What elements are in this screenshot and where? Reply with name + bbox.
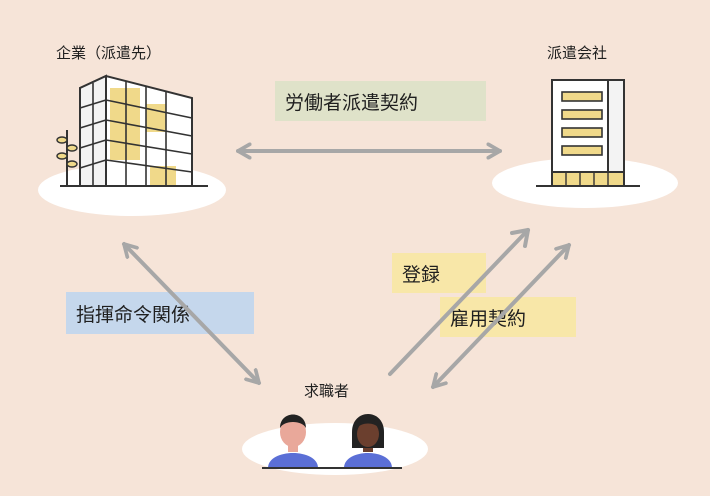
person-icon: [344, 414, 392, 468]
dispatch-contract-label: 労働者派遣契約: [285, 91, 419, 114]
office-building-icon: [60, 74, 208, 187]
employment-arrow: [431, 243, 571, 389]
client-label: 企業（派遣先）: [56, 44, 162, 62]
person-icon: [268, 414, 318, 468]
worker-label: 求職者: [304, 382, 350, 400]
registration-label: 登録: [402, 263, 441, 286]
dispatch-contract-box: 労働者派遣契約: [275, 81, 486, 121]
tree-icon: [56, 130, 78, 186]
agency-building-icon: [536, 79, 640, 187]
agency-label: 派遣会社: [547, 44, 608, 62]
command-arrow: [122, 242, 261, 385]
registration-arrow: [388, 228, 530, 376]
